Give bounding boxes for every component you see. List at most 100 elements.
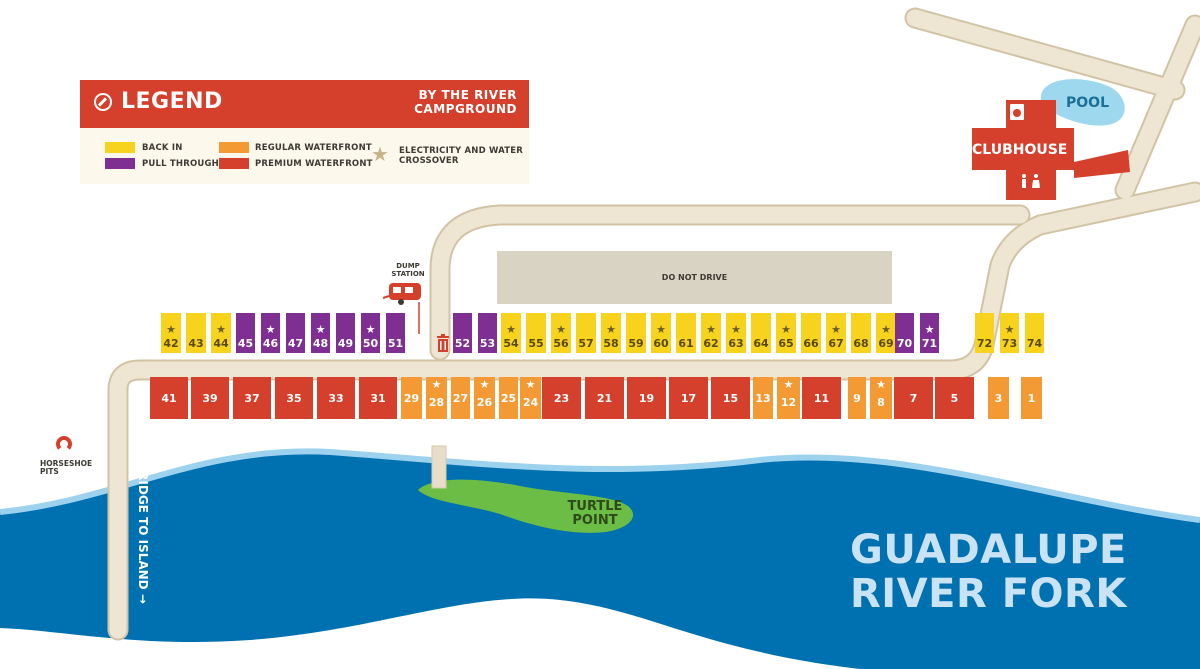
campsite-number: 37: [244, 391, 260, 405]
campsite-48[interactable]: ★48: [311, 313, 330, 353]
campsite-29[interactable]: 29: [401, 377, 422, 419]
campsite-number: 31: [370, 391, 386, 405]
campsite-45[interactable]: 45: [236, 313, 255, 353]
legend-label-back-in: BACK IN: [142, 143, 183, 153]
campsite-73[interactable]: ★73: [1000, 313, 1019, 353]
star-icon: ★: [831, 323, 841, 336]
campsite-number: 67: [828, 337, 844, 350]
campsite-57[interactable]: 57: [576, 313, 596, 353]
pool: [1040, 79, 1125, 126]
campsite-28[interactable]: ★28: [426, 377, 447, 419]
legend-swatch-regular-waterfront: [219, 142, 249, 153]
campsite-43[interactable]: 43: [186, 313, 206, 353]
horseshoe-pits-label: HORSESHOE PITS: [40, 460, 96, 476]
campsite-17[interactable]: 17: [669, 377, 708, 419]
campsite-13[interactable]: 13: [753, 377, 773, 419]
campsite-74[interactable]: 74: [1025, 313, 1044, 353]
campsite-68[interactable]: 68: [851, 313, 871, 353]
turtle-point-label: TURTLE POINT: [552, 500, 638, 528]
campsite-number: 33: [328, 391, 344, 405]
campsite-33[interactable]: 33: [317, 377, 355, 419]
campsite-50[interactable]: ★50: [361, 313, 380, 353]
clubhouse-label: CLUBHOUSE: [972, 142, 1068, 158]
campsite-46[interactable]: ★46: [261, 313, 280, 353]
campsite-55[interactable]: 55: [526, 313, 546, 353]
campsite-52[interactable]: 52: [453, 313, 472, 353]
campsite-9[interactable]: 9: [848, 377, 866, 419]
campsite-61[interactable]: 61: [676, 313, 696, 353]
campsite-58[interactable]: ★58: [601, 313, 621, 353]
campsite-37[interactable]: 37: [233, 377, 271, 419]
campsite-19[interactable]: 19: [627, 377, 666, 419]
campsite-25[interactable]: 25: [499, 377, 518, 419]
campsite-number: 19: [638, 391, 655, 405]
campsite-53[interactable]: 53: [478, 313, 497, 353]
campsite-number: 68: [853, 337, 869, 350]
campsite-69[interactable]: ★69: [876, 313, 896, 353]
campsite-8[interactable]: ★8: [870, 377, 892, 419]
campsite-number: 53: [479, 337, 496, 350]
campground-name-line2: CAMPGROUND: [414, 102, 517, 116]
campsite-64[interactable]: 64: [751, 313, 771, 353]
campsite-65[interactable]: ★65: [776, 313, 796, 353]
campsite-67[interactable]: ★67: [826, 313, 846, 353]
campsite-21[interactable]: 21: [585, 377, 624, 419]
legend-header: LEGEND BY THE RIVER CAMPGROUND: [80, 80, 529, 128]
campsite-49[interactable]: 49: [336, 313, 355, 353]
river-label-line2: RIVER FORK: [850, 571, 1127, 617]
star-icon: ★: [656, 323, 666, 336]
star-icon: ★: [876, 378, 886, 391]
campsite-number: 69: [878, 337, 894, 350]
campsite-number: 60: [653, 337, 669, 350]
campsite-3[interactable]: 3: [988, 377, 1009, 419]
campsite-1[interactable]: 1: [1021, 377, 1042, 419]
campsite-41[interactable]: 41: [150, 377, 188, 419]
campsite-5[interactable]: 5: [935, 377, 974, 419]
campsite-number: 25: [500, 391, 517, 405]
do-not-drive-area: DO NOT DRIVE: [497, 251, 892, 304]
campsite-70[interactable]: 70: [895, 313, 914, 353]
campsite-59[interactable]: 59: [626, 313, 646, 353]
campsite-71[interactable]: ★71: [920, 313, 939, 353]
campsite-number: 39: [202, 391, 218, 405]
clubhouse-walkway: [1074, 150, 1130, 178]
campsite-26[interactable]: ★26: [474, 377, 495, 419]
campsite-63[interactable]: ★63: [726, 313, 746, 353]
campsite-47[interactable]: 47: [286, 313, 305, 353]
campsite-27[interactable]: 27: [451, 377, 470, 419]
campsite-54[interactable]: ★54: [501, 313, 521, 353]
campsite-number: 27: [452, 391, 469, 405]
campsite-42[interactable]: ★42: [161, 313, 181, 353]
campsite-51[interactable]: 51: [386, 313, 405, 353]
campsite-56[interactable]: ★56: [551, 313, 571, 353]
campsite-15[interactable]: 15: [711, 377, 750, 419]
campsite-number: 8: [877, 395, 885, 409]
legend-title: LEGEND: [121, 89, 223, 114]
campsite-number: 55: [528, 337, 544, 350]
turtle-point-island: [418, 479, 634, 533]
campsite-12[interactable]: ★12: [777, 377, 800, 419]
dump-station-line2: STATION: [391, 270, 425, 278]
turtle-point-line2: POINT: [572, 513, 618, 528]
campsite-31[interactable]: 31: [359, 377, 397, 419]
campsite-44[interactable]: ★44: [211, 313, 231, 353]
star-icon: ★: [924, 323, 935, 336]
campsite-39[interactable]: 39: [191, 377, 229, 419]
campsite-number: 43: [188, 337, 204, 350]
campsite-number: 11: [813, 391, 830, 405]
campsite-72[interactable]: 72: [975, 313, 994, 353]
campsite-number: 26: [476, 395, 493, 409]
campsite-60[interactable]: ★60: [651, 313, 671, 353]
horseshoe-pits-line1: HORSESHOE: [40, 459, 93, 468]
campsite-number: 61: [678, 337, 694, 350]
campsite-11[interactable]: 11: [802, 377, 841, 419]
campsite-number: 47: [287, 337, 304, 350]
campsite-62[interactable]: ★62: [701, 313, 721, 353]
campsite-35[interactable]: 35: [275, 377, 313, 419]
campsite-23[interactable]: 23: [542, 377, 581, 419]
campsite-24[interactable]: ★24: [520, 377, 541, 419]
campsite-66[interactable]: 66: [801, 313, 821, 353]
campsite-number: 66: [803, 337, 819, 350]
campsite-7[interactable]: 7: [894, 377, 933, 419]
